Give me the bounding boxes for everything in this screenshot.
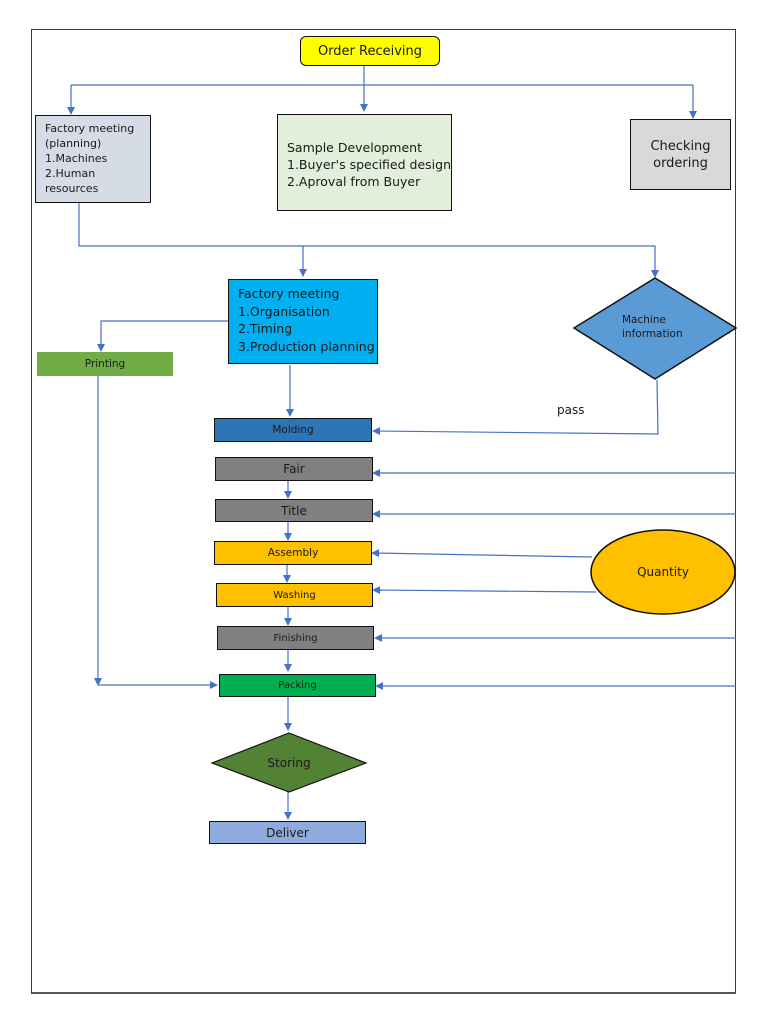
edge-quantity-to-assembly: [371, 549, 593, 558]
quantity-label: Quantity: [637, 565, 689, 579]
order-receiving-label: Order Receiving: [317, 43, 423, 59]
node-factory-planning[interactable]: Factory meeting (planning) 1.Machines 2.…: [35, 115, 151, 203]
machine-information-label: Machine information: [622, 314, 683, 340]
sample-development-label: Sample Development 1.Buyer's specified d…: [287, 140, 451, 189]
edge-machine-information-to-molding: [372, 379, 659, 436]
title-label: Title: [281, 503, 307, 518]
packing-label: Packing: [278, 680, 317, 691]
storing-label: Storing: [267, 756, 311, 770]
node-assembly[interactable]: Assembly: [214, 541, 372, 565]
node-quantity[interactable]: [589, 528, 737, 616]
node-washing[interactable]: Washing: [216, 583, 373, 607]
checking-ordering-label: Checking ordering: [650, 138, 711, 171]
node-finishing[interactable]: Finishing: [217, 626, 374, 650]
edge-label-pass: pass: [557, 403, 585, 417]
node-storing[interactable]: [210, 732, 368, 794]
node-factory-meeting[interactable]: Factory meeting 1.Organisation 2.Timing …: [228, 279, 378, 364]
node-packing[interactable]: Packing: [219, 674, 376, 697]
printing-label: Printing: [84, 358, 126, 370]
fair-label: Fair: [283, 462, 305, 476]
edge-factory-planning-to-machine-information: [303, 245, 659, 278]
node-molding[interactable]: Molding: [214, 418, 372, 442]
node-deliver[interactable]: Deliver: [209, 821, 366, 844]
molding-label: Molding: [272, 424, 314, 436]
node-order-receiving[interactable]: Order Receiving: [300, 36, 440, 66]
edge-factory-meeting-to-printing: [97, 320, 228, 352]
assembly-label: Assembly: [267, 547, 319, 559]
finishing-label: Finishing: [273, 632, 318, 644]
edge-quantity-to-washing: [372, 586, 597, 595]
node-title[interactable]: Title: [215, 499, 373, 522]
washing-label: Washing: [273, 589, 316, 601]
node-machine-information[interactable]: [572, 276, 738, 382]
node-fair[interactable]: Fair: [215, 457, 373, 481]
diagram-frame: [31, 29, 736, 994]
node-sample-development[interactable]: Sample Development 1.Buyer's specified d…: [277, 114, 452, 211]
factory-planning-label: Factory meeting (planning) 1.Machines 2.…: [45, 122, 135, 195]
node-checking-ordering[interactable]: Checking ordering: [630, 119, 731, 190]
edge-factory-planning-to-factory-meeting: [78, 203, 307, 277]
factory-meeting-label: Factory meeting 1.Organisation 2.Timing …: [238, 286, 375, 354]
node-printing[interactable]: Printing: [37, 352, 173, 376]
deliver-label: Deliver: [266, 825, 309, 840]
edge-split-to-factory-planning: [71, 84, 693, 113]
